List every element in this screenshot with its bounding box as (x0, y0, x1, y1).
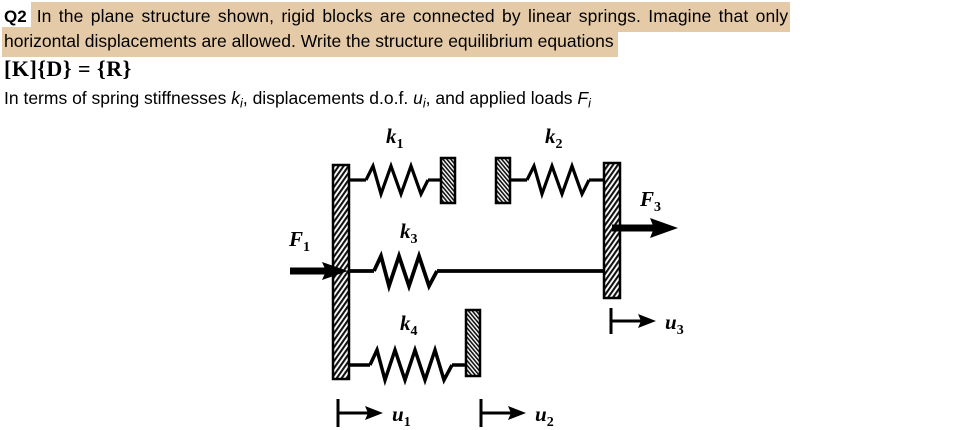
terms-prefix: In terms of spring stiffnesses (4, 88, 232, 108)
spring-k1-label: k1 (386, 124, 404, 152)
terms-u-subscript: i (422, 96, 426, 111)
diagram-svg: k1 k2 k3 k4 F1 F3 (288, 124, 684, 430)
terms-k-symbol: k (231, 88, 241, 108)
spring-k4-label: k4 (400, 311, 418, 339)
middle-block-right (494, 156, 512, 205)
question-number-label: Q2 (4, 7, 27, 26)
terms-description-line: In terms of spring stiffnesses ki, displ… (4, 88, 591, 111)
spring-structure-diagram: k1 k2 k3 k4 F1 F3 (0, 118, 968, 430)
terms-u-symbol: u (413, 88, 423, 108)
matrix-equation: [K]{D} = {R} (4, 56, 132, 81)
displacement-u3-marker (609, 308, 656, 334)
displacement-u1-marker (336, 399, 383, 427)
spring-k3 (349, 249, 604, 293)
load-F1-arrow (290, 262, 348, 280)
spring-k3-label: k3 (400, 219, 418, 247)
middle-block-left (439, 156, 457, 205)
displacement-u1-label: u1 (392, 402, 411, 430)
load-F3-label: F3 (639, 187, 661, 215)
displacement-u2-label: u2 (535, 402, 554, 430)
load-F3-arrow (612, 218, 678, 238)
question-line-2-highlighted-text: horizontal displacements are allowed. Wr… (2, 27, 618, 57)
terms-f-symbol: F (577, 88, 589, 108)
terms-middle-text-2: , and applied loads (425, 88, 578, 108)
terms-middle-text: , displacements d.o.f. (242, 88, 414, 108)
terms-k-subscript: i (240, 96, 243, 111)
displacement-u2-marker (479, 399, 526, 427)
spring-k4 (349, 344, 466, 387)
displacement-u3-label: u3 (665, 310, 684, 338)
terms-f-subscript: i (588, 96, 591, 111)
spring-k2 (510, 161, 604, 200)
spring-k2-label: k2 (545, 124, 563, 152)
question-line-2: horizontal displacements are allowed. Wr… (2, 27, 618, 57)
load-F1-label: F1 (288, 227, 310, 255)
spring-k1 (349, 161, 441, 200)
lower-middle-block (464, 308, 482, 378)
